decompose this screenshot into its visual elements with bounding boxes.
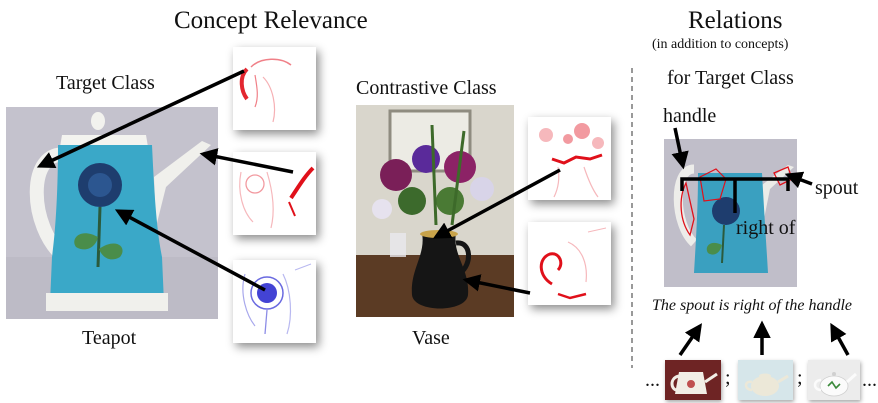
- handle-heatmap: [233, 47, 316, 130]
- separator-1: ;: [725, 367, 731, 389]
- arrow-spout: [199, 148, 294, 174]
- vase-image: [356, 105, 514, 317]
- flower-heatmap: [233, 260, 316, 343]
- arrow-vase-handle: [462, 274, 531, 295]
- example-thumbnail-2: [738, 360, 793, 400]
- arrow-handle: [36, 69, 245, 169]
- contrastive-class-label: Contrastive Class: [356, 77, 497, 99]
- target-class-label: Target Class: [56, 72, 155, 94]
- relations-heading: Relations: [688, 7, 783, 34]
- relation-label: right of: [736, 217, 796, 239]
- example-thumbnail-1: [665, 360, 721, 400]
- for-target-class-label: for Target Class: [667, 67, 794, 89]
- ellipsis-left: ...: [645, 369, 660, 391]
- vase-class-name: Vase: [412, 327, 450, 349]
- relations-note: (in addition to concepts): [652, 37, 789, 52]
- vase-neck-heatmap: [528, 117, 611, 200]
- handle-label: handle: [663, 105, 717, 127]
- relation-caption: The spout is right of the handle: [652, 297, 852, 314]
- vase-handle-heatmap: [528, 222, 611, 305]
- arrow-spout-label: [784, 171, 813, 189]
- arrow-flower: [114, 209, 266, 292]
- arrow-thumb-3: [830, 322, 850, 356]
- ellipsis-right: ...: [862, 369, 877, 391]
- spout-label: spout: [815, 177, 859, 199]
- example-thumbnail-3: [808, 360, 860, 400]
- separator-2: ;: [797, 367, 803, 389]
- teapot-class-name: Teapot: [82, 327, 137, 349]
- spout-heatmap: [233, 152, 316, 235]
- arrow-handle-label: [671, 127, 689, 170]
- arrow-vase-neck: [432, 168, 561, 239]
- teapot-image: [6, 107, 218, 319]
- panel-divider: [631, 68, 633, 368]
- arrow-thumb-1: [678, 323, 702, 356]
- concept-relevance-heading: Concept Relevance: [174, 7, 368, 34]
